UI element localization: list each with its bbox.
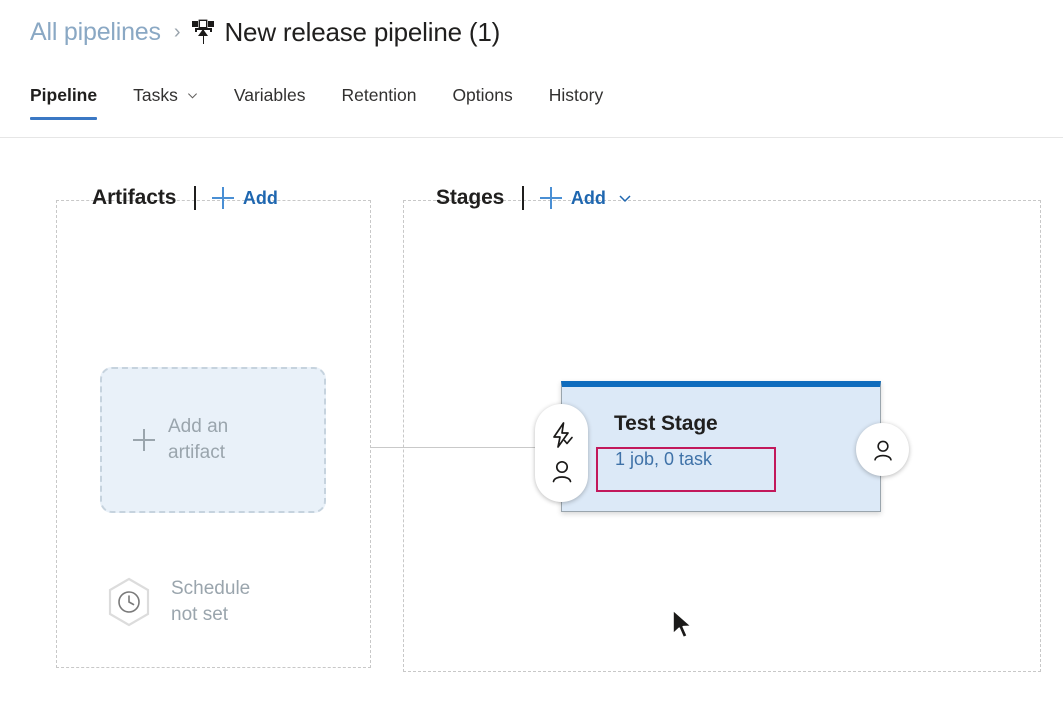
tab-bar-divider <box>0 137 1063 138</box>
tab-tasks-label: Tasks <box>133 85 178 105</box>
chevron-down-icon[interactable] <box>618 191 632 205</box>
artifacts-panel <box>56 200 371 668</box>
plus-icon <box>133 429 155 451</box>
add-an-artifact-label: Add an artifact <box>168 416 229 463</box>
breadcrumb-separator: › <box>173 21 181 43</box>
breadcrumb-all-pipelines-link[interactable]: All pipelines <box>30 17 161 46</box>
release-pipeline-icon <box>192 19 215 45</box>
tab-pipeline[interactable]: Pipeline <box>30 84 98 122</box>
stages-panel <box>403 200 1041 672</box>
pipeline-canvas: Artifacts Add Add an artifact Schedule n… <box>0 138 1063 709</box>
lightning-bolt-check-icon <box>547 420 577 450</box>
person-icon <box>547 456 577 486</box>
artifact-to-stage-connector <box>371 447 561 449</box>
stage-name: Test Stage <box>614 412 718 435</box>
page-title: New release pipeline (1) <box>224 16 501 47</box>
breadcrumb: All pipelines › New release pipeline (1) <box>30 10 500 54</box>
tab-history-label: History <box>548 85 604 105</box>
stages-header-divider <box>522 186 524 210</box>
schedule-row[interactable]: Schedule not set <box>102 575 250 629</box>
add-stage-button[interactable]: Add <box>570 187 606 208</box>
add-artifact-button[interactable]: Add <box>242 187 278 208</box>
clock-hexagon-icon <box>102 575 156 629</box>
tab-options-label: Options <box>452 85 513 105</box>
pre-deployment-conditions-button[interactable] <box>535 404 588 502</box>
tab-tasks[interactable]: Tasks <box>133 84 198 122</box>
tab-pipeline-label: Pipeline <box>30 85 98 105</box>
tab-options[interactable]: Options <box>452 84 512 122</box>
tab-bar: Pipeline Tasks Variables Retention Optio… <box>0 84 1063 138</box>
stage-node: Test Stage 1 job, 0 task <box>535 381 909 512</box>
plus-icon <box>539 187 562 209</box>
artifacts-header-divider <box>194 186 196 210</box>
artifacts-title: Artifacts <box>92 186 177 209</box>
stages-title: Stages <box>436 186 505 209</box>
tab-retention[interactable]: Retention <box>342 84 417 122</box>
tab-history[interactable]: History <box>549 84 603 122</box>
stages-panel-header: Stages Add <box>436 186 632 210</box>
post-deployment-approvals-button[interactable] <box>856 423 909 476</box>
add-an-artifact-tile[interactable]: Add an artifact <box>100 367 326 513</box>
plus-icon <box>211 187 234 209</box>
stage-card-test-stage[interactable]: Test Stage 1 job, 0 task <box>561 381 881 512</box>
schedule-label: Schedule not set <box>171 578 251 625</box>
tab-variables-label: Variables <box>233 85 306 105</box>
person-icon <box>869 436 897 464</box>
tab-variables[interactable]: Variables <box>234 84 306 122</box>
tab-retention-label: Retention <box>341 85 417 105</box>
stage-jobs-tasks-link[interactable]: 1 job, 0 task <box>615 449 713 469</box>
chevron-down-icon <box>187 90 198 101</box>
artifacts-panel-header: Artifacts Add <box>92 186 278 210</box>
